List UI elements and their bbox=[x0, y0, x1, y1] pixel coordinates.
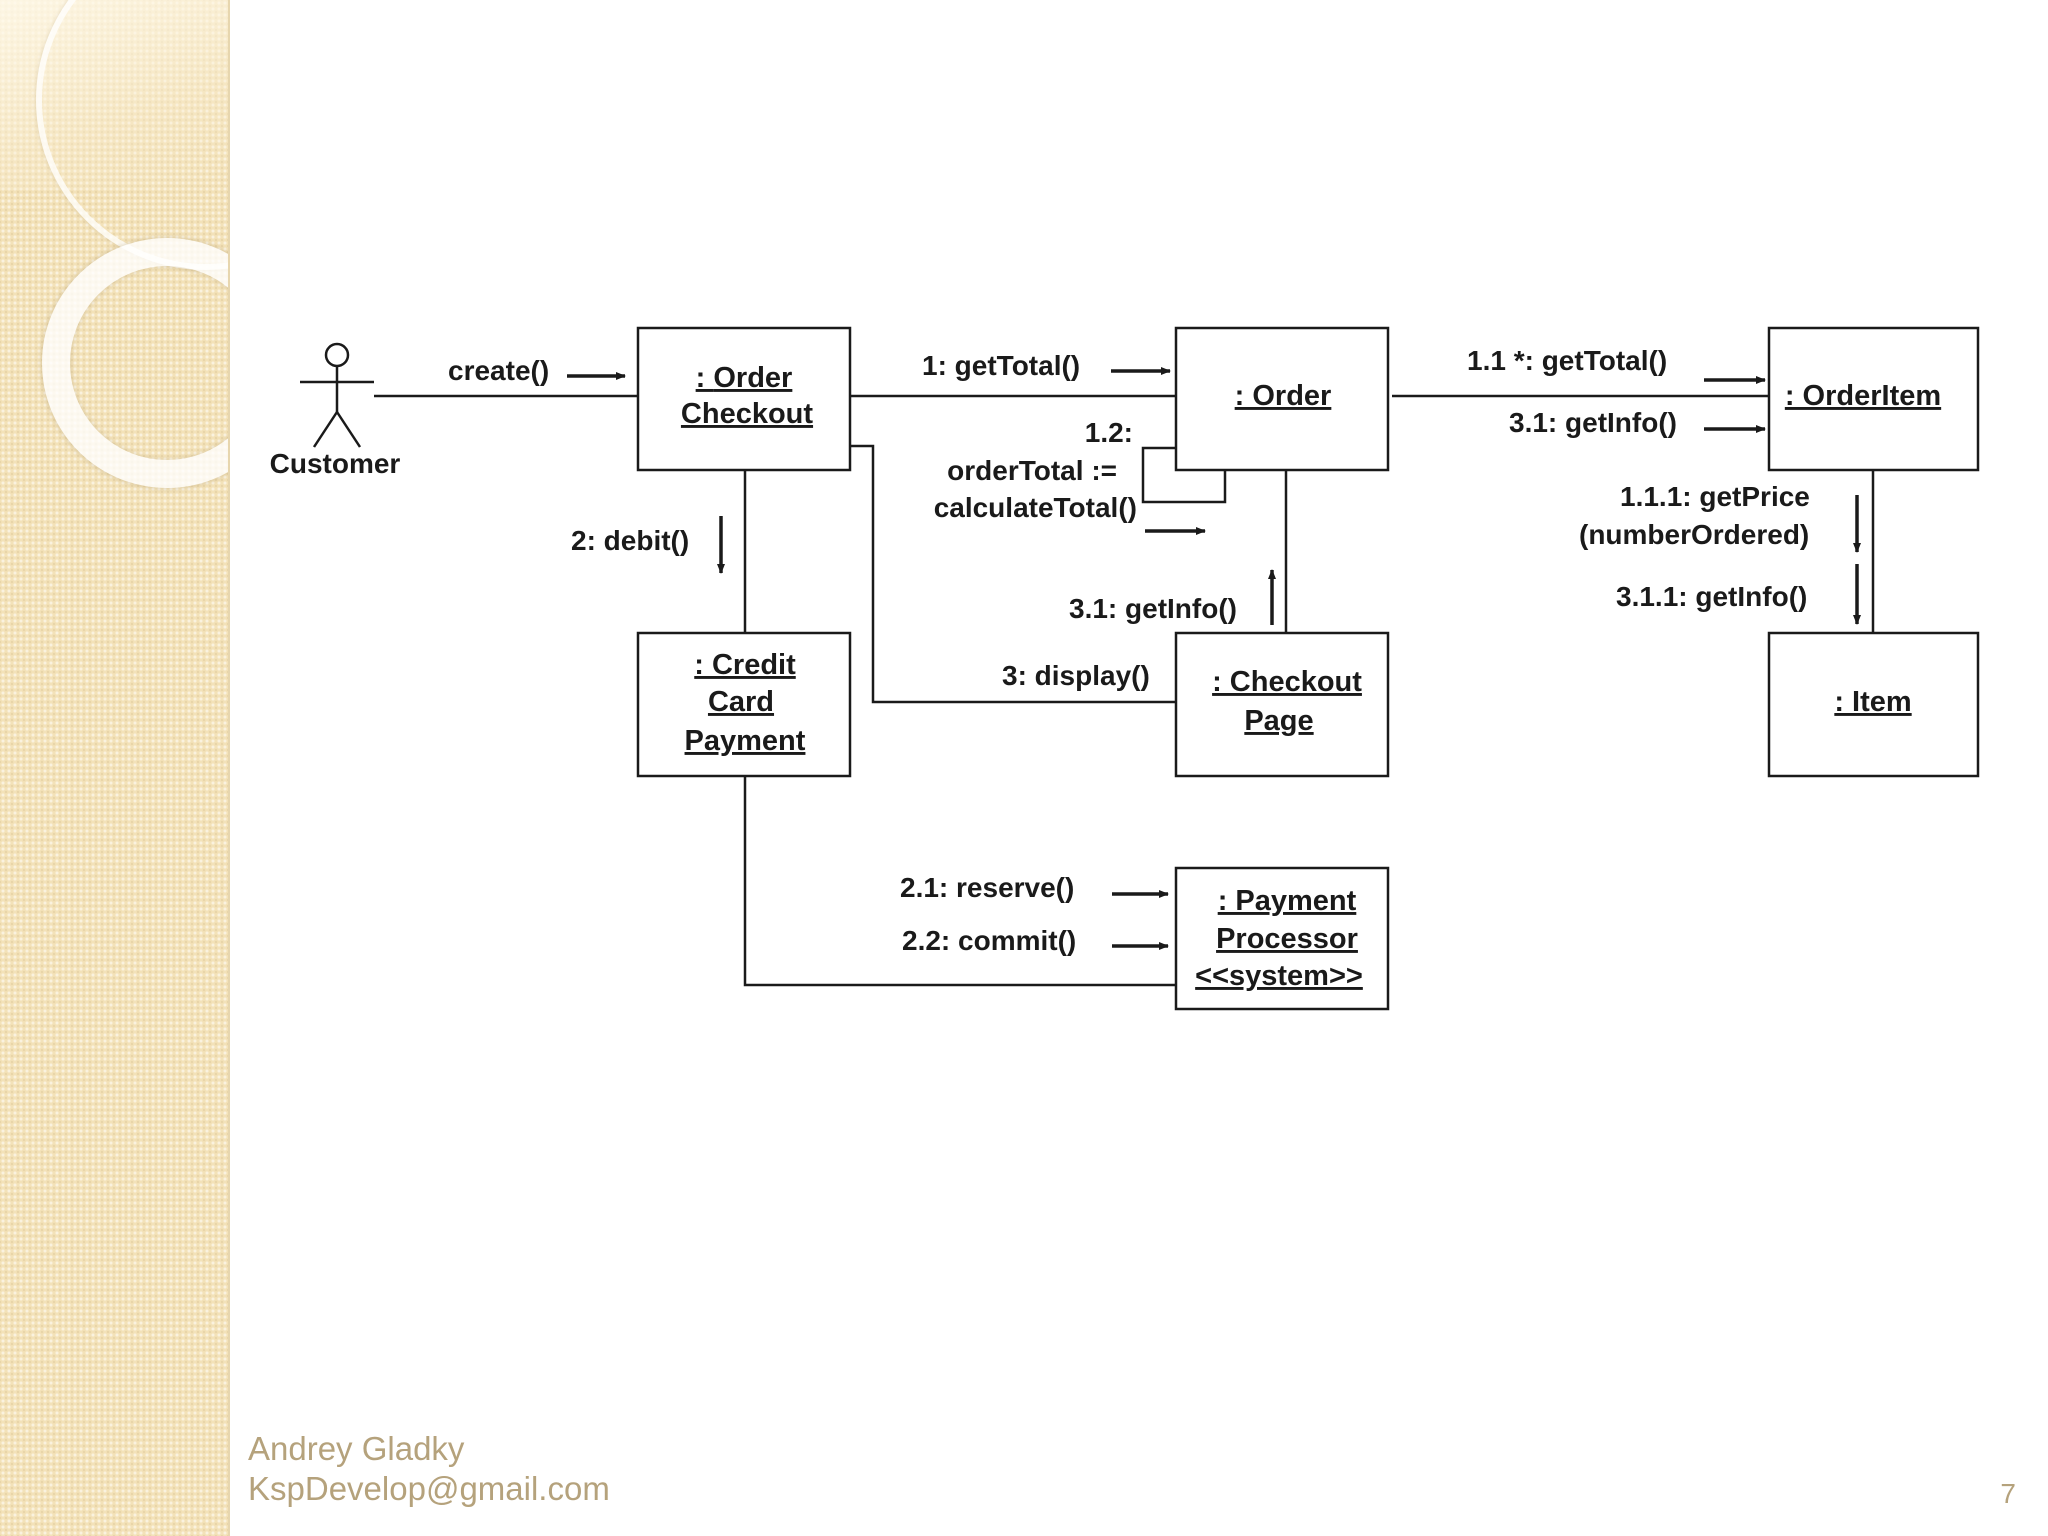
message-order-total-line2: orderTotal := bbox=[947, 455, 1117, 486]
stick-figure-icon bbox=[300, 342, 374, 448]
sidebar-divider bbox=[228, 0, 230, 1536]
payment-processor-box bbox=[1174, 866, 1390, 1011]
message-get-price-line1: 1.1.1: getPrice bbox=[1620, 481, 1810, 512]
order-item-box bbox=[1767, 326, 1980, 472]
message-commit: 2.2: commit() bbox=[902, 925, 1076, 956]
message-order-total-line3: calculateTotal() bbox=[934, 492, 1137, 523]
message-get-info-checkout-page: 3.1: getInfo() bbox=[1069, 593, 1237, 624]
order-box bbox=[1174, 326, 1390, 472]
credit-card-payment-box bbox=[636, 631, 852, 778]
decorative-sidebar bbox=[0, 0, 230, 1536]
message-reserve: 2.1: reserve() bbox=[900, 872, 1074, 903]
link-order-checkout-checkout-page bbox=[850, 444, 1181, 704]
payment-processor-name: : Payment bbox=[1218, 885, 1357, 917]
message-arrows bbox=[567, 367, 1861, 950]
checkout-page-name: : Checkout bbox=[1212, 666, 1362, 698]
message-debit: 2: debit() bbox=[571, 525, 689, 556]
payment-processor-name-line2: Processor bbox=[1216, 923, 1358, 955]
order-item-name: : OrderItem bbox=[1785, 380, 1941, 412]
order-name: : Order bbox=[1235, 380, 1332, 412]
footer-author: Andrey Gladky bbox=[248, 1430, 465, 1467]
item-name: : Item bbox=[1834, 686, 1911, 718]
object-labels: : Order Checkout : Order : OrderItem : C… bbox=[681, 362, 1941, 992]
message-order-total-line1: 1.2: bbox=[1085, 417, 1133, 448]
association-links bbox=[374, 394, 1875, 987]
checkout-page-name-line2: Page bbox=[1244, 705, 1313, 737]
checkout-page-box bbox=[1174, 631, 1390, 778]
footer-email: KspDevelop@gmail.com bbox=[248, 1470, 610, 1507]
self-link-order bbox=[1141, 446, 1227, 504]
payment-processor-stereotype: <<system>> bbox=[1195, 960, 1363, 992]
message-labels: create() 1: getTotal() 1.2: orderTotal :… bbox=[448, 345, 1810, 956]
actor-label: Customer bbox=[270, 448, 401, 479]
credit-card-payment-name: : Credit bbox=[694, 649, 796, 681]
customer-actor: Customer bbox=[270, 342, 401, 479]
message-display: 3: display() bbox=[1002, 660, 1150, 691]
message-get-price-line2: (numberOrdered) bbox=[1579, 519, 1809, 550]
order-checkout-name: : Order bbox=[696, 362, 793, 394]
link-credit-card-payment-processor bbox=[743, 776, 1176, 987]
message-get-total-order-item: 1.1 *: getTotal() bbox=[1467, 345, 1667, 376]
message-get-info-item: 3.1.1: getInfo() bbox=[1616, 581, 1807, 612]
item-box bbox=[1767, 631, 1980, 778]
order-checkout-box bbox=[636, 326, 852, 472]
order-checkout-name-line2: Checkout bbox=[681, 398, 813, 430]
credit-card-payment-name-line2: Card bbox=[708, 686, 774, 718]
page-number: 7 bbox=[2000, 1478, 2016, 1509]
credit-card-payment-name-line3: Payment bbox=[685, 725, 806, 757]
object-boxes bbox=[636, 326, 1980, 1011]
message-get-info-order-item: 3.1: getInfo() bbox=[1509, 407, 1677, 438]
message-get-total: 1: getTotal() bbox=[922, 350, 1080, 381]
message-create: create() bbox=[448, 355, 549, 386]
